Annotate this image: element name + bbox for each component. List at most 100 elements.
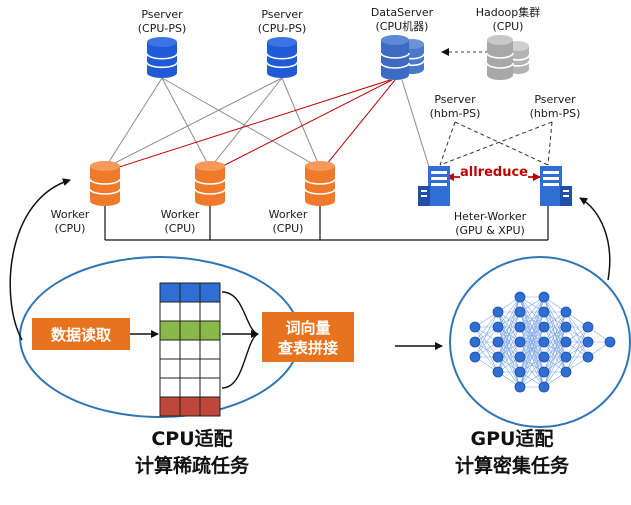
link-ps1-worker3	[161, 77, 321, 169]
table-cell	[199, 377, 221, 398]
nn-node	[492, 351, 504, 363]
nn-node	[560, 336, 572, 348]
embedding-lookup-line1: 词向量	[285, 319, 330, 337]
dataserver-label-line2: (CPU机器)	[376, 19, 429, 33]
table-cell	[159, 282, 181, 303]
pserver-2-label-line1: Pserver	[261, 8, 303, 21]
table-cell	[179, 301, 201, 322]
table-cell	[159, 339, 181, 360]
nn-node	[538, 306, 550, 318]
allreduce-label-bg	[460, 163, 528, 180]
nn-node	[514, 366, 526, 378]
pserver-2-label-line2: (CPU-PS)	[258, 22, 307, 35]
table-cell	[159, 301, 181, 322]
nn-node	[582, 321, 594, 333]
heter-worker-1-server-icon	[418, 166, 450, 206]
link-ds-heter	[401, 79, 431, 171]
nn-node	[538, 366, 550, 378]
hadoop-label-line2: (CPU)	[493, 20, 524, 33]
nn-node	[514, 321, 526, 333]
data-read-box	[32, 318, 130, 350]
nn-node	[604, 336, 616, 348]
embedding-lookup-line2: 查表拼接	[278, 339, 338, 357]
cpu-caption-line2: 计算稀疏任务	[135, 454, 250, 477]
nn-node	[492, 366, 504, 378]
worker-1-label-line2: (CPU)	[55, 222, 86, 235]
worker-2-db-icon	[194, 161, 226, 206]
gpu-task-ellipse	[449, 256, 631, 428]
worker-3-label-line1: Worker	[269, 208, 308, 221]
nn-node	[582, 336, 594, 348]
worker-bus	[104, 205, 549, 241]
nn-node	[538, 321, 550, 333]
nn-node	[492, 336, 504, 348]
data-read-label: 数据读取	[51, 326, 112, 344]
worker-1-db-icon	[89, 161, 121, 206]
table-cell	[199, 358, 221, 379]
table-cell	[179, 396, 201, 417]
table-cell	[159, 320, 181, 341]
table-arrow-bottom	[221, 333, 259, 389]
embedding-lookup-box	[262, 312, 354, 362]
worker-1-label-line1: Worker	[51, 208, 90, 221]
pserver-1-label-line1: Pserver	[141, 8, 183, 21]
heter-worker-2-server-icon	[540, 166, 572, 206]
nn-node	[514, 381, 526, 393]
link-ps2-worker2	[209, 77, 283, 169]
dataserver-worker-links	[109, 79, 396, 171]
pserver-1-label-line2: (CPU-PS)	[138, 22, 187, 35]
table-cell	[199, 301, 221, 322]
link-hbm2-heter1	[439, 121, 553, 166]
cpu-caption-line1: CPU适配	[151, 428, 232, 450]
link-hbm2-heter2	[547, 121, 553, 166]
dataserver-db-icon	[380, 35, 425, 80]
worker-2-label-line2: (CPU)	[165, 222, 196, 235]
nn-node	[538, 336, 550, 348]
table-arrow-top	[221, 291, 259, 335]
table-cell	[179, 339, 201, 360]
dataserver-label-line1: DataServer	[371, 6, 434, 19]
link-ps2-worker3	[281, 77, 321, 169]
hbm-pserver-2-label-line2: (hbm-PS)	[530, 107, 581, 120]
link-ps1-worker2	[161, 77, 211, 169]
nn-node	[469, 336, 481, 348]
table-to-lookup-arrows	[221, 291, 259, 389]
table-cell	[179, 377, 201, 398]
nn-node	[492, 306, 504, 318]
nn-node	[514, 351, 526, 363]
nn-node	[538, 291, 550, 303]
gpu-caption-line1: GPU适配	[471, 428, 554, 450]
link-ps2-worker1	[104, 77, 283, 169]
link-ps1-worker1	[104, 77, 163, 169]
nn-node	[492, 321, 504, 333]
nn-node	[514, 291, 526, 303]
nn-node	[560, 351, 572, 363]
nn-node	[560, 306, 572, 318]
table-cell	[199, 339, 221, 360]
worker-3-label-line2: (CPU)	[273, 222, 304, 235]
table-cell	[159, 358, 181, 379]
table-cell	[179, 358, 201, 379]
nn-node	[560, 366, 572, 378]
link-hbm1-heter1	[439, 121, 456, 166]
gpu-up-arrow	[579, 197, 611, 281]
heter-worker-label-line1: Heter-Worker	[454, 210, 527, 223]
nn-node	[538, 351, 550, 363]
worker-3-db-icon	[304, 161, 336, 206]
table-cell	[159, 377, 181, 398]
hbm-pserver-1-label-line1: Pserver	[434, 93, 476, 106]
nn-node	[469, 321, 481, 333]
hbm-heter-links	[439, 121, 553, 166]
pserver-cpu-ps-1-db-icon	[146, 37, 178, 78]
hadoop-db-icon	[486, 35, 530, 80]
nn-node	[582, 351, 594, 363]
hadoop-label-line1: Hadoop集群	[476, 5, 540, 19]
nn-node	[560, 321, 572, 333]
link-ds-worker2	[214, 79, 393, 171]
table-cell	[179, 282, 201, 303]
hbm-pserver-2-label-line1: Pserver	[534, 93, 576, 106]
table-cell	[179, 320, 201, 341]
allreduce-label: allreduce	[460, 165, 528, 180]
